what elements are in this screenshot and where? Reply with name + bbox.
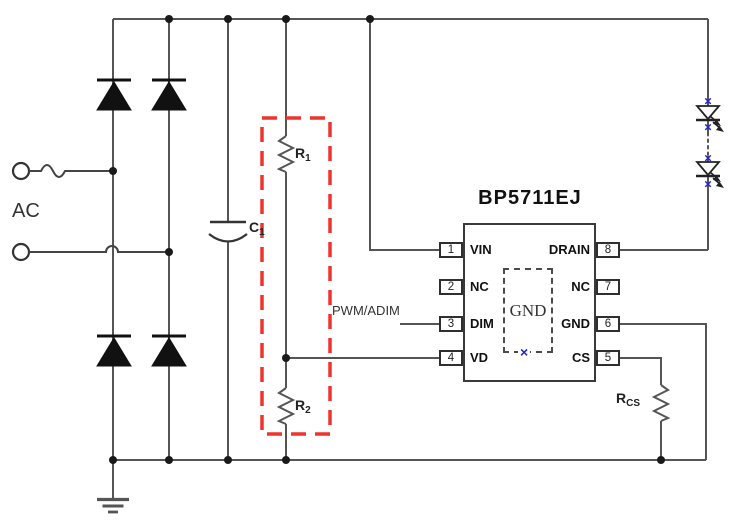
capacitor-c1 <box>208 220 248 243</box>
led-arrowhead <box>713 119 721 126</box>
divider-highlight-box <box>260 116 332 436</box>
r2-prefix: R <box>295 397 306 413</box>
node-x-marker: × <box>704 94 712 109</box>
ic-part-number: BP5711EJ <box>478 187 582 209</box>
ac-terminal-bottom <box>11 242 31 262</box>
vin-feed-wire <box>369 19 439 251</box>
c1-subscript: 1 <box>259 227 265 238</box>
junction-dot <box>165 15 173 23</box>
junction-dot <box>109 456 117 464</box>
junction-dot <box>282 456 290 464</box>
capacitor-bottom-plate <box>208 233 248 243</box>
node-x-marker: × <box>704 151 712 166</box>
junction-dot <box>165 248 173 256</box>
junction-dots <box>109 15 665 464</box>
cs-wire <box>618 357 662 460</box>
rcs-prefix: R <box>616 390 627 406</box>
resistors <box>276 135 671 425</box>
junction-dot <box>165 456 173 464</box>
resistor-r2-label: R2 <box>295 397 311 416</box>
pin-8-box: 8 <box>596 242 620 258</box>
ac-input-label: AC <box>12 200 40 222</box>
capacitor-c1-label: C1 <box>249 219 265 238</box>
led-arrowhead <box>716 181 724 188</box>
led-icon <box>695 161 721 177</box>
diode-icon <box>151 337 187 367</box>
gnd-return-wire <box>618 323 707 460</box>
junction-dot <box>657 456 665 464</box>
pin-label-nc-7: NC <box>571 279 590 294</box>
pin-label-cs: CS <box>571 350 590 365</box>
fuse-symbol <box>29 164 113 178</box>
diode-icon <box>151 81 187 111</box>
led-arrowhead <box>713 175 721 182</box>
resistor-r1-zigzag <box>276 135 296 173</box>
diode-icon <box>96 81 132 111</box>
ground-symbol <box>97 460 129 514</box>
pin-label-nc-2: NC <box>470 279 489 294</box>
ac-bottom-wire-with-hop <box>29 245 169 253</box>
pwm-adim-signal-label: PWM/ADIM <box>332 303 400 318</box>
pin-4-box: 4 <box>439 350 463 366</box>
led-string: × × × × <box>695 94 724 192</box>
pin-label-gnd: GND <box>561 316 590 331</box>
r2-subscript: 2 <box>305 405 311 416</box>
resistor-rcs-label: RCS <box>616 390 641 409</box>
bridge-rectifier <box>96 78 187 367</box>
junction-dot <box>282 15 290 23</box>
resistor-rcs-zigzag <box>651 384 671 422</box>
pin-1-box: 1 <box>439 242 463 258</box>
rcs-subscript: CS <box>626 398 641 409</box>
pin-2-box: 2 <box>439 279 463 295</box>
pad-x-marker: × <box>518 344 531 360</box>
node-x-marker: × <box>704 177 712 192</box>
pin-label-vd: VD <box>470 350 489 365</box>
r1-prefix: R <box>295 145 306 161</box>
junction-dot <box>109 167 117 175</box>
ac-source <box>11 161 169 262</box>
junction-dot <box>282 354 290 362</box>
node-x-marker: × <box>704 120 712 135</box>
r1-subscript: 1 <box>305 153 311 164</box>
junction-dot <box>224 15 232 23</box>
led-icon <box>695 105 721 121</box>
resistor-r1-label: R1 <box>295 145 311 164</box>
junction-dot <box>224 456 232 464</box>
c1-prefix: C <box>249 219 260 235</box>
drain-led-wire <box>618 19 709 251</box>
ac-terminal-top <box>11 161 31 181</box>
pin-3-box: 3 <box>439 316 463 332</box>
pin-label-drain: DRAIN <box>548 242 590 257</box>
diode-icon <box>96 337 132 367</box>
pin-label-vin: VIN <box>470 242 492 257</box>
pin-6-box: 6 <box>596 316 620 332</box>
led-arrowhead <box>716 125 724 132</box>
junction-dot <box>366 15 374 23</box>
pin-7-box: 7 <box>596 279 620 295</box>
pin-5-box: 5 <box>596 350 620 366</box>
pin-label-dim: DIM <box>470 316 494 331</box>
resistor-r2-zigzag <box>276 387 296 425</box>
